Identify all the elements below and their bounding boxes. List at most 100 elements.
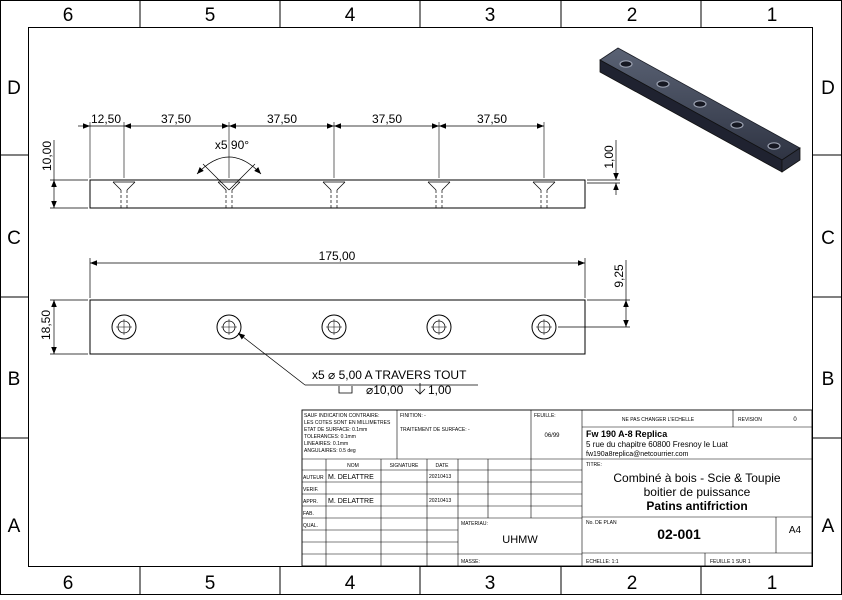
zone-label: 4	[345, 573, 356, 594]
zone-label: 2	[627, 5, 638, 26]
zone-label: A	[8, 516, 21, 537]
countersink-hole	[217, 181, 241, 208]
col-nom: NOM	[347, 463, 359, 469]
feuille-footer: FEUILLE 1 SUR 1	[710, 559, 751, 565]
company-name: Fw 190 A-8 Replica	[586, 429, 668, 439]
front-view: 12,50 37,50 37,50 37,50 37,50 x5 90° 10,…	[40, 112, 620, 209]
scale-warning: NE PAS CHANGER L'ECHELLE	[622, 417, 695, 423]
zone-label: C	[821, 228, 835, 249]
length-value: 175,00	[319, 249, 356, 263]
row-verif: VERIF.	[303, 487, 319, 493]
through-hole	[426, 314, 452, 340]
zone-label: D	[7, 78, 21, 99]
row-fab: FAB.	[303, 511, 314, 517]
row-auteur: AUTEUR	[303, 475, 324, 481]
zone-label: C	[7, 228, 21, 249]
company-email: fw190a8replica@netcourrier.com	[586, 451, 689, 458]
counterbore-symbol	[338, 386, 353, 394]
finition-label: FINITION: -	[400, 413, 426, 419]
zone-label: 1	[767, 573, 778, 594]
zone-label: 1	[767, 5, 778, 26]
appr-date: 20210413	[429, 498, 451, 504]
through-holes	[111, 314, 557, 340]
zone-labels-bottom: 6 5 4 3 2 1	[63, 573, 778, 594]
countersink-hole	[322, 181, 346, 208]
dimension-value: 12,50	[91, 112, 121, 126]
angle-dimension	[196, 156, 262, 191]
materiau-value: UHMW	[502, 534, 538, 546]
feuille-value: 06/99	[544, 433, 560, 439]
tolerance-line: ETAT DE SURFACE: 0.1mm	[304, 427, 367, 433]
zone-label: D	[821, 78, 835, 99]
zone-label: 6	[63, 5, 74, 26]
angle-value: x5 90°	[215, 138, 249, 152]
drawing-title-2: boitier de puissance	[644, 485, 751, 499]
zone-labels-right: D C B A	[821, 78, 835, 537]
through-hole	[216, 314, 242, 340]
depth-dimension	[587, 140, 620, 195]
zone-label: 5	[205, 5, 216, 26]
auteur-name: M. DELATTRE	[328, 474, 374, 481]
materiau-label: MATERIAU:	[461, 521, 488, 527]
through-hole	[111, 314, 137, 340]
length-dimension	[89, 258, 586, 298]
masse-label: MASSE:	[461, 559, 480, 565]
extension-lines	[89, 122, 545, 178]
col-signature: SIGNATURE	[390, 463, 419, 469]
width-dimension	[50, 299, 88, 355]
countersink-hole	[112, 181, 136, 208]
dimension-value: 37,50	[161, 112, 191, 126]
sheet-format: A4	[789, 525, 802, 536]
countersink-hole	[427, 181, 451, 208]
auteur-date: 20210413	[429, 474, 451, 480]
through-hole	[531, 314, 557, 340]
row-qual: QUAL.	[303, 523, 318, 529]
tolerance-line: LINEAIRES: 0.1mm	[304, 441, 348, 447]
tolerance-line: ANGULAIRES: 0.5 deg	[304, 448, 356, 454]
zone-labels-left: D C B A	[7, 78, 21, 537]
tolerance-line: SAUF INDICATION CONTRAIRE:	[304, 413, 379, 419]
drawing-title-1: Combiné à bois - Scie & Toupie	[613, 471, 781, 485]
zone-label: B	[8, 369, 21, 390]
traitement-label: TRAITEMENT DE SURFACE: -	[400, 427, 470, 433]
zone-label: 5	[205, 573, 216, 594]
hole-callout-line1: x5 ⌀ 5,00 A TRAVERS TOUT	[312, 368, 467, 382]
titre-label: TITRE:	[586, 462, 602, 468]
countersink-hole	[532, 181, 556, 208]
plan-number: 02-001	[657, 526, 701, 542]
height-dimension	[50, 140, 88, 209]
col-date: DATE	[436, 463, 450, 469]
dimension-value: 37,50	[267, 112, 297, 126]
zone-label: 6	[63, 573, 74, 594]
zone-labels-top: 6 5 4 3 2 1	[63, 5, 778, 26]
row-appr: APPR.	[303, 499, 318, 505]
echelle-label: ECHELLE: 1:1	[586, 559, 619, 565]
hole-callout-leader	[237, 332, 478, 386]
edge-value: 9,25	[612, 264, 626, 288]
tolerance-line: TOLERANCES: 0.1mm	[304, 434, 356, 440]
edge-dimension	[558, 260, 630, 328]
width-value: 18,50	[39, 310, 53, 340]
height-value: 10,00	[40, 141, 54, 171]
dimension-value: 37,50	[372, 112, 402, 126]
title-block-text: SAUF INDICATION CONTRAIRE: LES COTES SON…	[303, 413, 802, 565]
feuille-label: FEUILLE:	[534, 413, 556, 419]
drawing-title-3: Patins antifriction	[646, 499, 747, 513]
revision-label: REVISION	[738, 417, 762, 423]
company-address: 5 rue du chapitre 60800 Fresnoy le Luat	[586, 440, 729, 449]
zone-label: 3	[485, 5, 496, 26]
zone-label: A	[822, 516, 835, 537]
dimension-value: 37,50	[477, 112, 507, 126]
depth-value: 1,00	[602, 145, 616, 169]
title-block	[301, 409, 813, 567]
hole-callout-line2: ⌀10,00	[366, 383, 404, 397]
countersink-holes	[112, 181, 556, 208]
revision-value: 0	[793, 417, 797, 423]
preview-holes	[619, 60, 781, 150]
hole-callout-depth: 1,00	[428, 383, 452, 397]
isometric-preview	[599, 47, 801, 173]
depth-symbol	[414, 383, 426, 395]
zone-label: 4	[345, 5, 356, 26]
